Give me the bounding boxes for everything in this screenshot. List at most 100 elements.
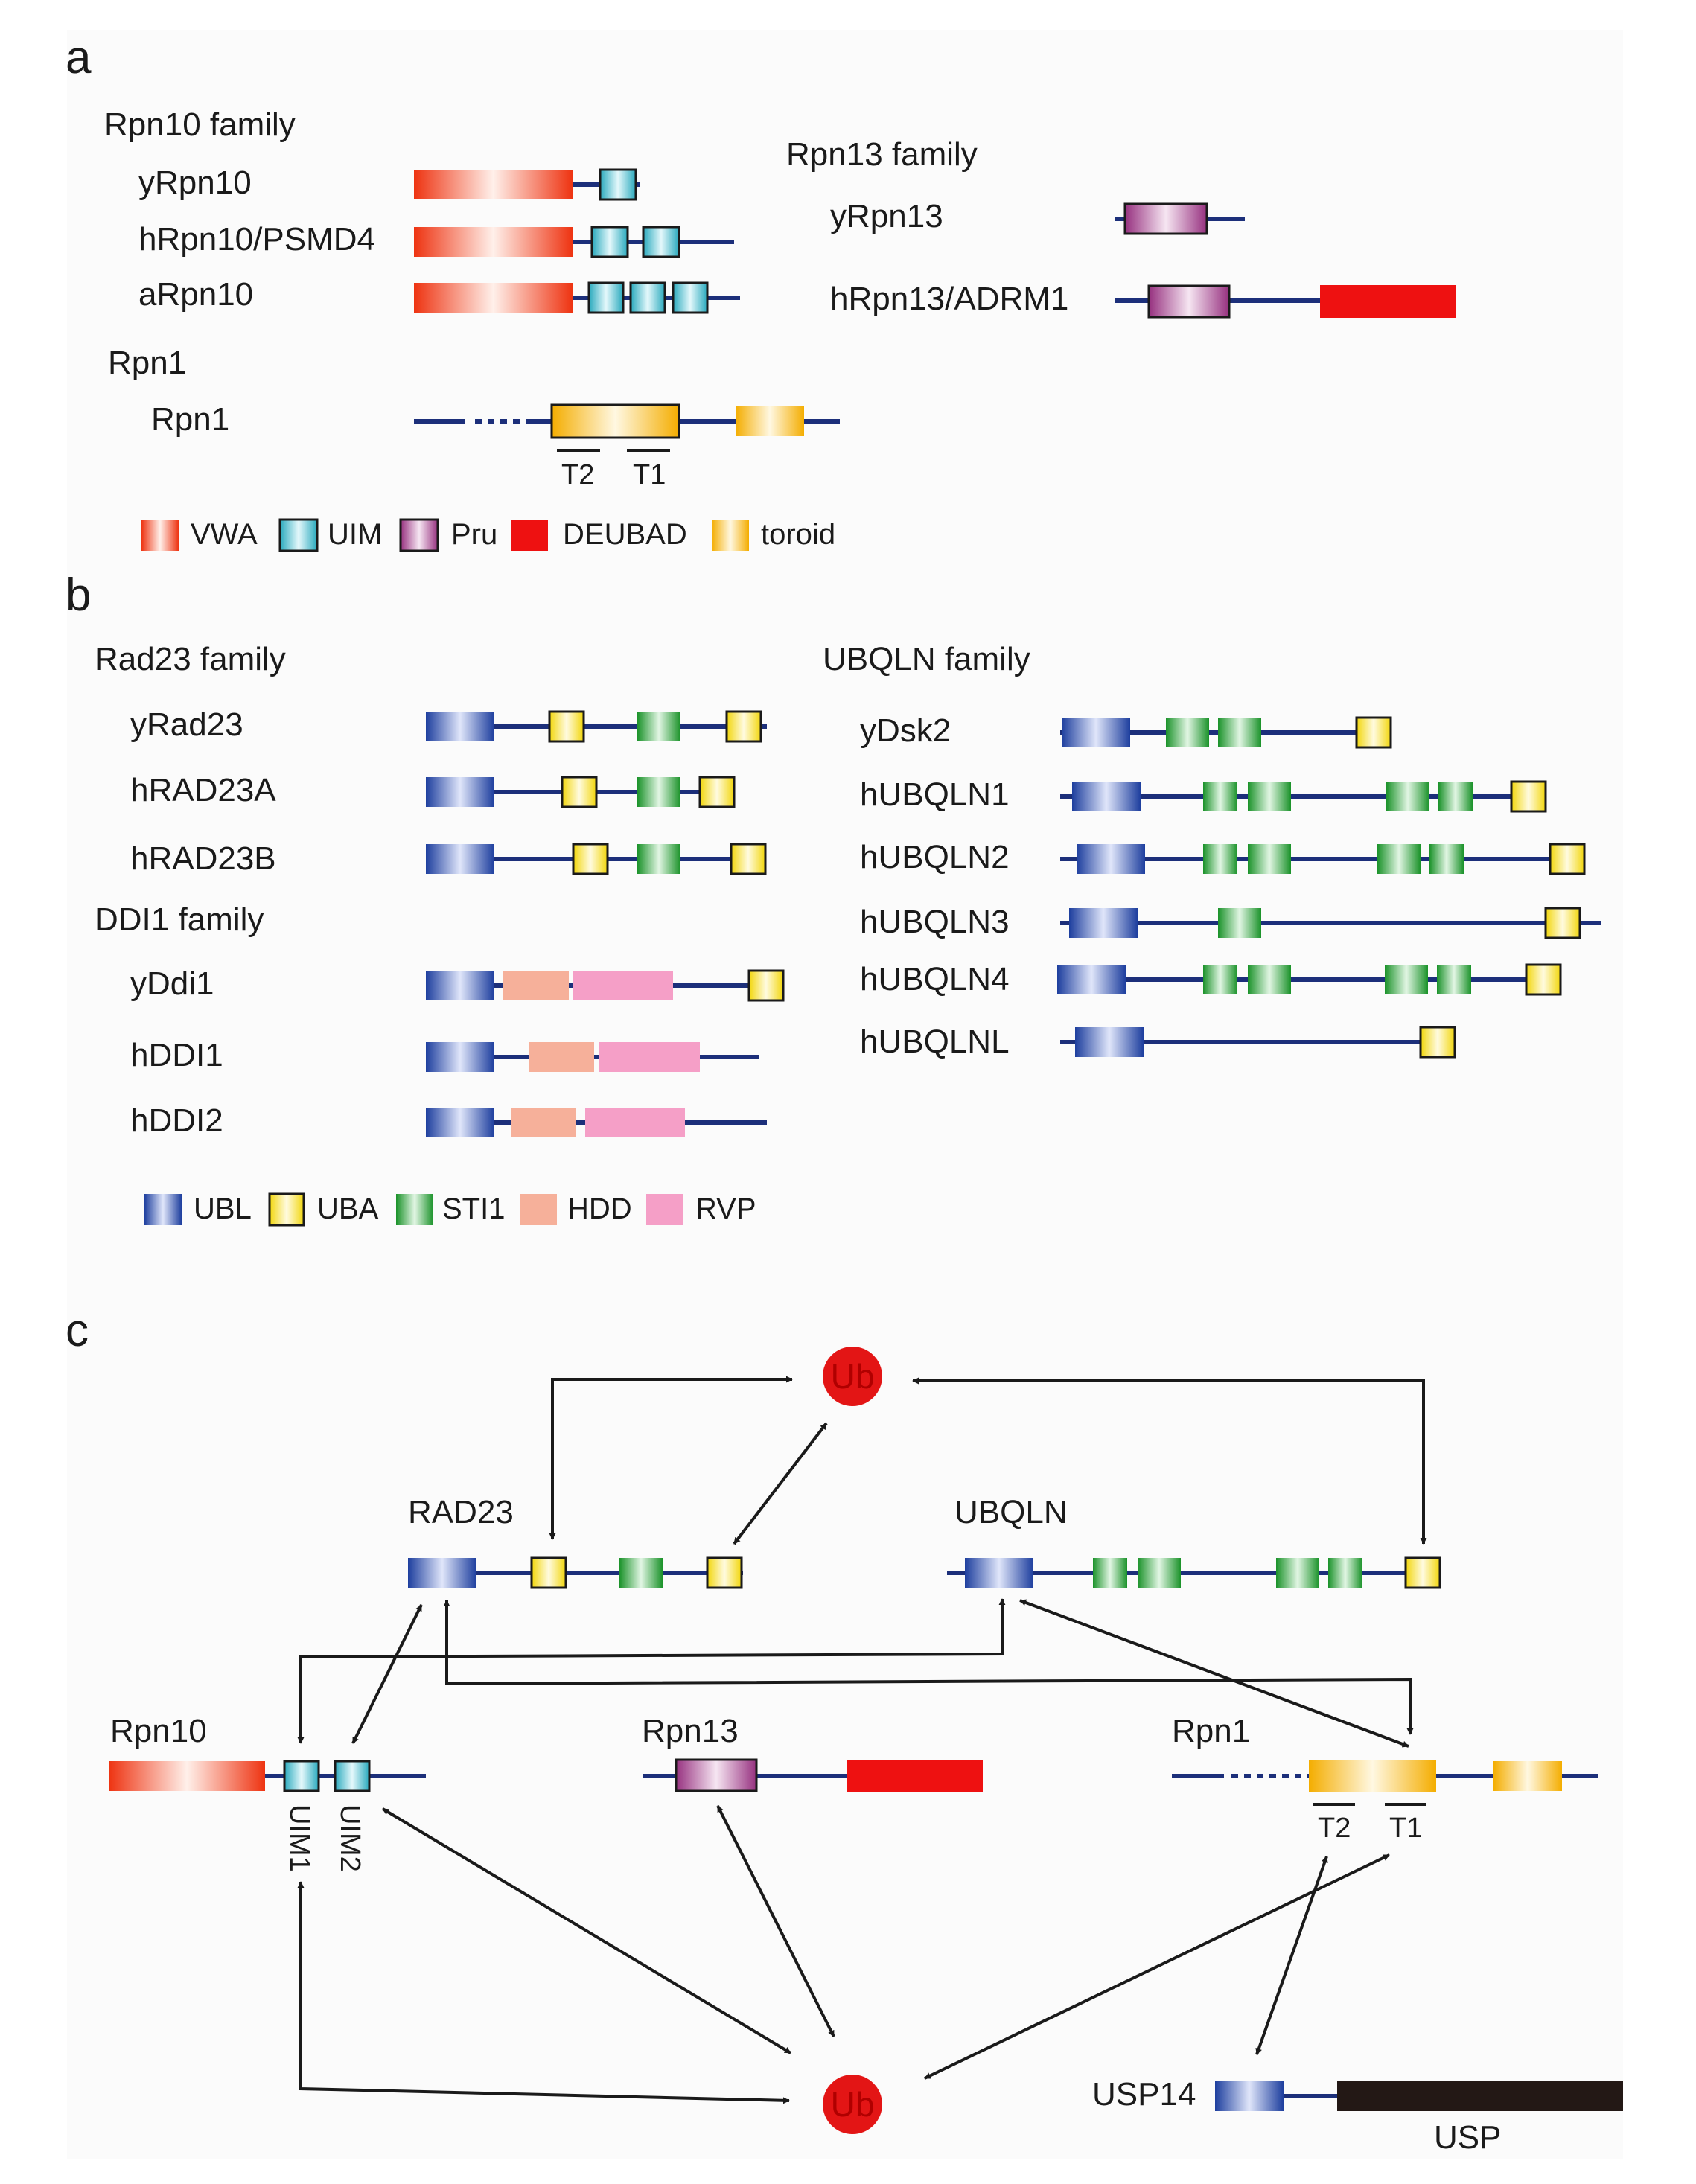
uba-domain <box>1549 843 1586 875</box>
rad23-label: RAD23 <box>408 1494 514 1530</box>
ubqln-label: UBQLN <box>954 1494 1068 1530</box>
sti1-domain <box>1248 965 1291 994</box>
toroid-domain <box>1493 1761 1562 1791</box>
arrow-uim1-ub <box>297 1881 790 2104</box>
legend-label-pru: Pru <box>451 518 497 551</box>
pru-domain <box>1147 284 1231 319</box>
protein-name-yrad23: yRad23 <box>130 706 243 743</box>
sti1-domain <box>637 844 680 874</box>
legend-label-vwa: VWA <box>191 518 258 551</box>
uba-domain <box>530 1556 567 1589</box>
panel-a-letter: a <box>66 32 92 83</box>
rpn10-label: Rpn10 <box>110 1713 207 1749</box>
protein-rpn1-c: T2 T1 <box>1172 1760 1598 1844</box>
sti1-domain <box>1166 718 1209 747</box>
rvp-domain <box>573 971 673 1000</box>
legend-label-toroid: toroid <box>761 518 835 551</box>
ub-label: Ub <box>831 1357 875 1396</box>
toroid-domain <box>1309 1760 1436 1792</box>
sti1-domain <box>1248 844 1291 874</box>
panel-c: c Ub Ub RAD23 UBQLN <box>66 1305 1623 2156</box>
toroid-domain <box>736 406 804 436</box>
sti1-domain <box>1429 844 1464 874</box>
uba-domain <box>747 969 785 1002</box>
legend-swatch-sti1 <box>396 1194 433 1225</box>
sti1-domain <box>1385 965 1428 994</box>
legend-label-rvp: RVP <box>695 1192 756 1225</box>
arrow-ubqln-rpn1 <box>1019 1599 1409 1748</box>
legend-swatch-hdd <box>520 1194 557 1225</box>
sti1-domain <box>1203 965 1237 994</box>
t1-label: T1 <box>633 459 666 491</box>
sti1-domain <box>619 1558 663 1588</box>
protein-rpn13 <box>643 1758 983 1792</box>
ubl-domain <box>426 1042 494 1072</box>
pru-domain <box>675 1758 758 1792</box>
uba-domain <box>698 776 736 808</box>
sti1-domain <box>1203 844 1237 874</box>
uba-domain <box>1355 716 1392 749</box>
sti1-domain <box>1386 782 1429 811</box>
sti1-domain <box>1328 1558 1362 1588</box>
ubl-domain <box>1069 908 1138 938</box>
protein-name-hubqln3: hUBQLN3 <box>860 904 1010 940</box>
ubl-domain <box>426 1108 494 1137</box>
protein-ydsk2 <box>1060 716 1392 749</box>
sti1-domain <box>637 712 680 741</box>
protein-name-yddi1: yDdi1 <box>130 965 214 1002</box>
rpn13-family-title: Rpn13 family <box>786 136 978 173</box>
protein-rpn10: UIM1 UIM2 <box>109 1760 426 1872</box>
sti1-domain <box>1218 908 1261 938</box>
protein-name-hddi2: hDDI2 <box>130 1102 223 1139</box>
vwa-domain <box>109 1761 265 1791</box>
sti1-domain <box>1093 1558 1127 1588</box>
legend-swatch-deubad <box>511 520 548 551</box>
deubad-domain <box>1320 285 1456 318</box>
arrow-rad23-uba-ub <box>549 1376 793 1540</box>
protein-name-arpn10: aRpn10 <box>138 276 253 313</box>
ubl-domain <box>1215 2081 1284 2111</box>
ubqln-family-title: UBQLN family <box>823 641 1030 677</box>
uba-domain <box>1544 907 1581 939</box>
uim2-domain <box>334 1760 371 1792</box>
ubl-domain <box>965 1558 1033 1588</box>
uim-domain <box>672 281 709 314</box>
arrow-uim2-rad23 <box>351 1604 423 1744</box>
uim-domain <box>629 281 666 314</box>
protein-ubqln <box>947 1556 1441 1589</box>
protein-yrpn10 <box>414 168 640 201</box>
sti1-domain <box>1138 1558 1181 1588</box>
protein-hubqln4 <box>1057 963 1562 996</box>
protein-name-yrpn13: yRpn13 <box>830 198 943 234</box>
ddi1-family-title: DDI1 family <box>95 901 264 938</box>
protein-hubqln1 <box>1060 780 1547 813</box>
uba-domain <box>1404 1556 1441 1589</box>
toroid-domain <box>550 403 680 439</box>
protein-name-hubqln1: hUBQLN1 <box>860 776 1010 813</box>
protein-name-ydsk2: yDsk2 <box>860 712 951 749</box>
deubad-domain <box>847 1760 983 1792</box>
protein-usp14: USP <box>1215 2081 1623 2156</box>
arrow-rpn13-ub <box>716 1805 835 2037</box>
protein-name-hddi1: hDDI1 <box>130 1037 223 1073</box>
protein-name-hubqln2: hUBQLN2 <box>860 839 1010 875</box>
ub-bottom: Ub <box>823 2075 882 2134</box>
ubl-domain <box>1077 844 1145 874</box>
uba-domain <box>1510 780 1547 813</box>
protein-hrad23a <box>426 776 736 808</box>
uba-domain <box>1525 963 1562 996</box>
uba-domain <box>725 710 762 743</box>
uim-domain <box>590 226 629 258</box>
legend-label-uim: UIM <box>328 518 382 551</box>
sti1-domain <box>1248 782 1291 811</box>
legend-swatch-uba <box>268 1192 305 1227</box>
arrow-rad23-rpn1 <box>443 1600 1414 1735</box>
panel-a: a Rpn10 family Rpn13 family yRpn10 hRpn1… <box>66 32 1456 552</box>
protein-hubqln3 <box>1060 907 1601 939</box>
ubl-domain <box>408 1558 476 1588</box>
ubl-domain <box>426 971 494 1000</box>
protein-name-yrpn10: yRpn10 <box>138 165 252 201</box>
protein-hubqln2 <box>1060 843 1586 875</box>
rpn13-label: Rpn13 <box>642 1713 739 1749</box>
rad23-family-title: Rad23 family <box>95 641 286 677</box>
